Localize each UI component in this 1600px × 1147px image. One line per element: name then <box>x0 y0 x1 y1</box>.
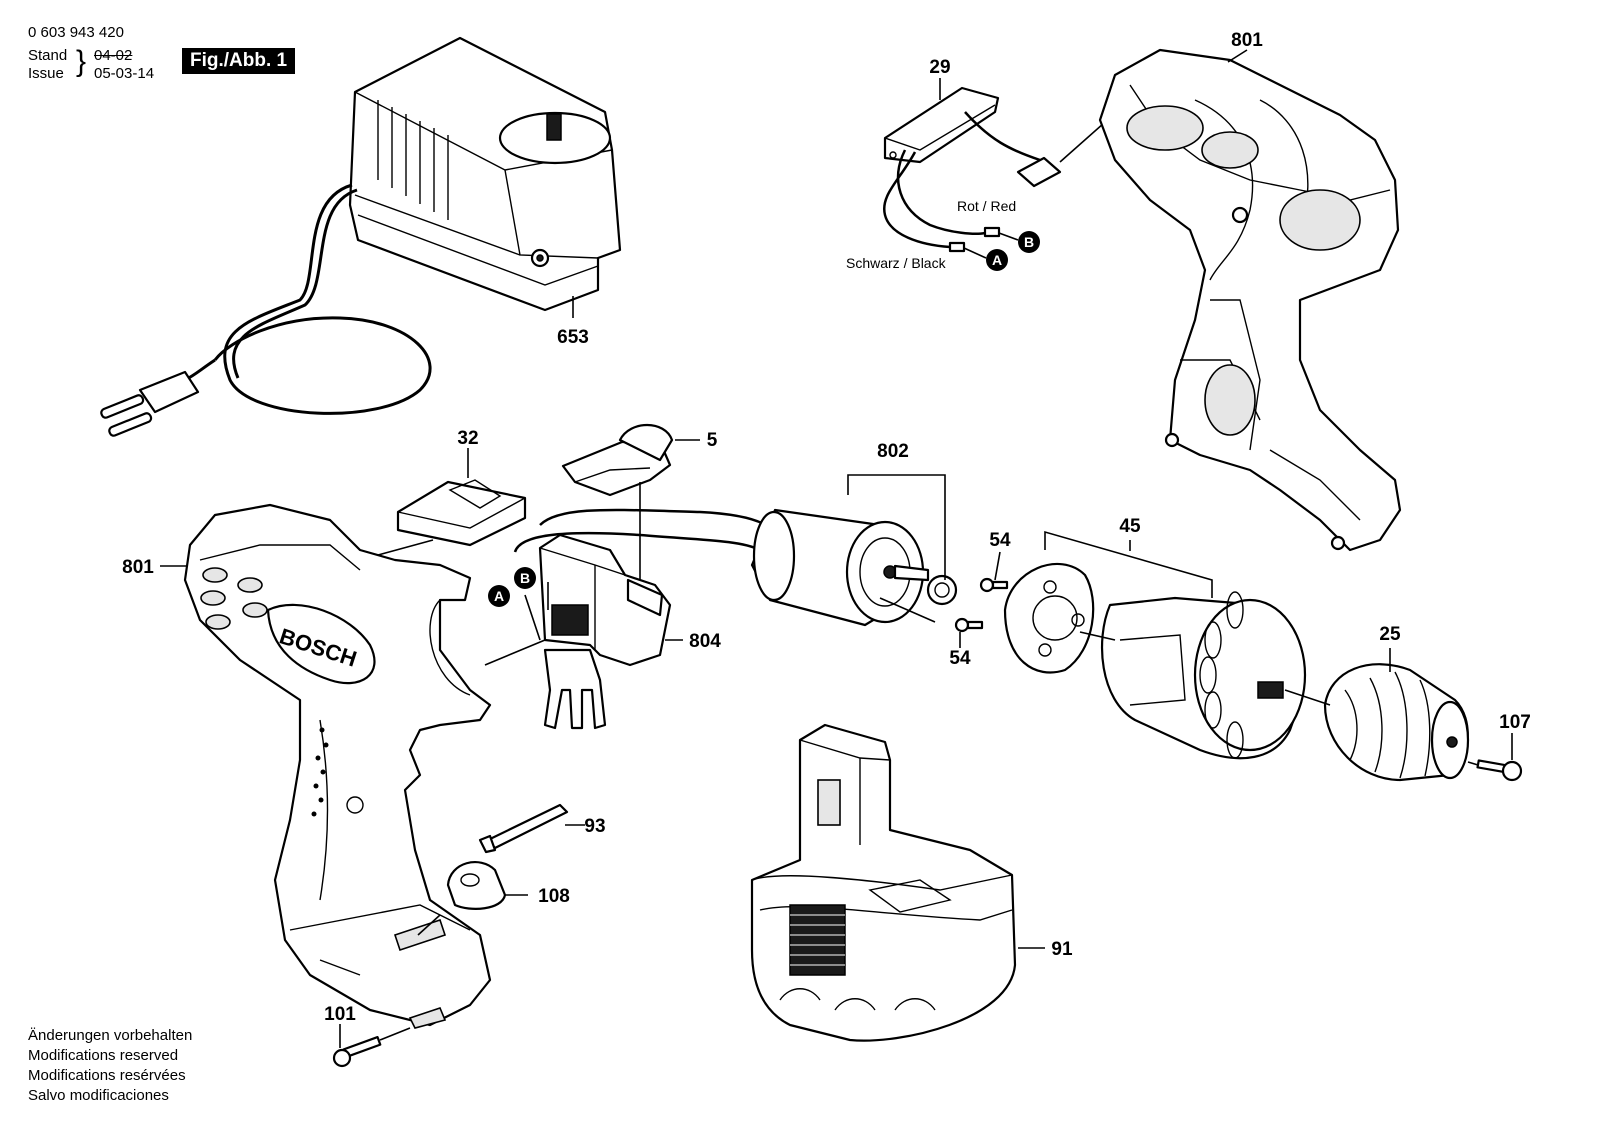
label-54-top: 54 <box>989 530 1011 551</box>
housing-left-drawing: BOSCH 801 <box>122 503 546 1029</box>
marker-b-top: B <box>1024 234 1034 250</box>
wire-red-label: Rot / Red <box>957 198 1016 214</box>
label-801-left: 801 <box>122 557 154 578</box>
label-25: 25 <box>1379 624 1401 645</box>
label-5: 5 <box>707 430 718 451</box>
gearbox-45-drawing: 45 <box>1003 516 1307 760</box>
bit-holder-108-drawing: 108 <box>417 861 570 936</box>
label-653: 653 <box>557 327 589 348</box>
note-en: Modifications reserved <box>28 1047 179 1064</box>
doc-number: 0 603 943 420 <box>28 24 124 41</box>
stand-label: Stand <box>28 47 68 64</box>
note-fr: Modifications resérvées <box>28 1067 186 1084</box>
battery-91-drawing: 91 <box>750 723 1073 1042</box>
screw-101-drawing: 101 <box>324 1004 411 1068</box>
issue-label: Issue <box>28 65 64 82</box>
label-32: 32 <box>457 428 478 449</box>
bit-93-drawing: 93 <box>478 803 606 854</box>
cable-switch-drawing: 29 Rot / Red Schwarz / Black B A <box>846 57 1131 271</box>
label-93: 93 <box>584 816 605 837</box>
marker-b-bottom: B <box>520 570 530 586</box>
label-101: 101 <box>324 1004 356 1025</box>
label-54-bottom: 54 <box>949 648 971 669</box>
note-es: Salvo modificaciones <box>28 1087 169 1104</box>
label-108: 108 <box>538 886 570 907</box>
note-de: Änderungen vorbehalten <box>28 1027 193 1044</box>
marker-a-bottom: A <box>494 588 504 604</box>
label-29: 29 <box>929 57 950 78</box>
cover-32-drawing: 32 <box>377 428 527 556</box>
label-801-right: 801 <box>1231 30 1263 51</box>
motor-802-drawing: 802 <box>750 441 958 627</box>
label-107: 107 <box>1499 712 1531 733</box>
header-brace: } <box>76 45 87 78</box>
charger-drawing: 653 <box>100 36 622 437</box>
marker-a-top: A <box>992 252 1002 268</box>
slider-5-drawing: 5 <box>561 424 718 582</box>
modification-notes: Änderungen vorbehalten Modifications res… <box>28 1026 192 1106</box>
label-804: 804 <box>689 631 721 652</box>
figure-label: Fig./Abb. 1 <box>182 48 296 74</box>
switch-804-drawing: 804 B A <box>488 508 771 730</box>
stand-value: 04-02 <box>94 47 133 64</box>
housing-right-drawing: 801 <box>1098 30 1402 552</box>
wire-black-label: Schwarz / Black <box>846 255 947 271</box>
issue-value: 05-03-14 <box>94 65 155 82</box>
label-91: 91 <box>1051 939 1073 960</box>
label-45: 45 <box>1119 516 1141 537</box>
label-802: 802 <box>877 441 909 462</box>
screws-54-drawing: 54 54 <box>949 530 1011 669</box>
chuck-25-drawing: 25 <box>1284 624 1470 782</box>
screw-107-drawing: 107 <box>1467 712 1531 782</box>
